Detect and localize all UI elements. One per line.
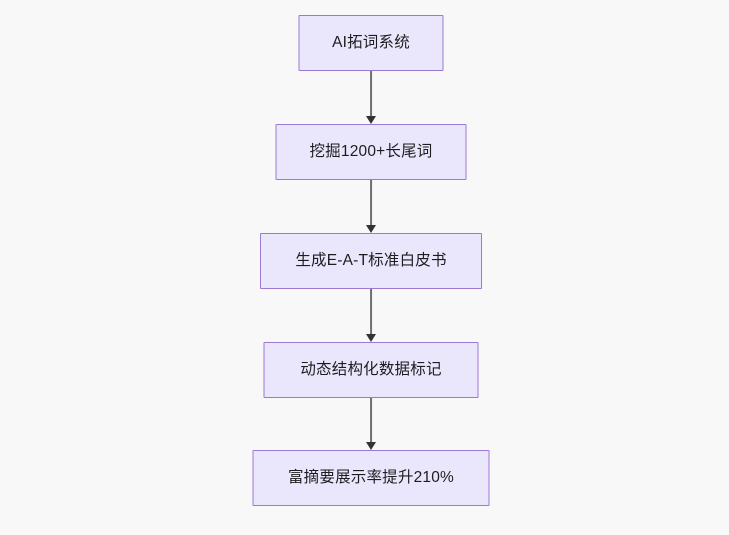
edge-line (370, 398, 372, 442)
edge-line (370, 71, 372, 116)
edge-line (370, 180, 372, 225)
edge-line (370, 289, 372, 334)
flowchart-node-n3[interactable]: 生成E-A-T标准白皮书 (260, 233, 482, 289)
flowchart-edge-e2 (362, 180, 380, 233)
flowchart-node-n2[interactable]: 挖掘1200+长尾词 (275, 124, 467, 180)
arrow-down-icon (366, 116, 376, 124)
flowchart-node-label: 动态结构化数据标记 (300, 361, 442, 379)
arrow-down-icon (366, 442, 376, 450)
flowchart-edge-e3 (362, 289, 380, 342)
flowchart-edge-e1 (362, 71, 380, 124)
flowchart-node-n1[interactable]: AI拓词系统 (298, 15, 444, 71)
arrow-down-icon (366, 334, 376, 342)
flowchart-node-n5[interactable]: 富摘要展示率提升210% (252, 450, 490, 506)
flowchart-edge-e4 (362, 398, 380, 450)
flowchart-node-n4[interactable]: 动态结构化数据标记 (263, 342, 479, 398)
flowchart-node-label: 生成E-A-T标准白皮书 (295, 252, 447, 270)
arrow-down-icon (366, 225, 376, 233)
flowchart-node-label: 富摘要展示率提升210% (287, 469, 455, 487)
flowchart-node-label: AI拓词系统 (332, 34, 410, 52)
flowchart-node-label: 挖掘1200+长尾词 (309, 143, 433, 161)
